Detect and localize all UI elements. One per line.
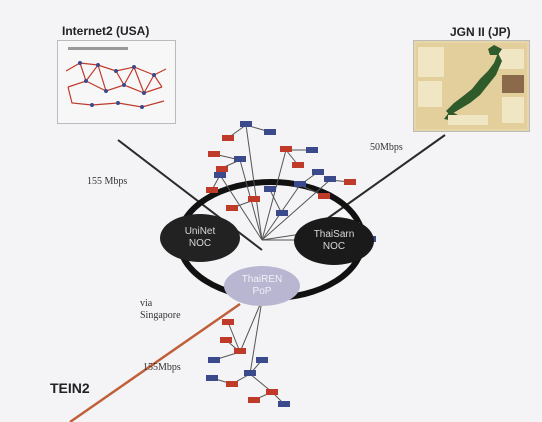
jgn-map-thumbnail <box>413 40 530 132</box>
internet2-bandwidth-label: 155 Mbps <box>87 176 128 187</box>
internet2-map-thumbnail <box>57 40 176 124</box>
uninet-noc-line1: UniNet <box>184 226 216 237</box>
thren-pop-line1: ThaiREN <box>241 274 283 285</box>
thaisarn-noc-node: ThaiSarn NOC <box>294 217 374 265</box>
uninet-noc-line2: NOC <box>188 238 212 249</box>
internet2-map-graphic <box>65 47 167 109</box>
jgn-map-graphic <box>416 43 527 129</box>
thaisarn-noc-line1: ThaiSarn <box>313 229 355 240</box>
via-singapore-label: via Singapore <box>140 298 181 322</box>
tein2-bandwidth-label: 155Mbps <box>143 362 181 373</box>
link-tein2 <box>69 302 241 422</box>
tein2-label: TEIN2 <box>50 380 90 396</box>
internet2-label: Internet2 (USA) <box>62 24 150 38</box>
via-label: via <box>140 298 153 309</box>
uninet-noc-node: UniNet NOC <box>160 214 240 262</box>
jgn-bandwidth-label: 50Mbps <box>370 142 403 153</box>
thaisarn-noc-line2: NOC <box>322 241 346 252</box>
router-icons-lower <box>206 319 290 407</box>
thren-pop-node: ThaiREN PoP <box>224 266 300 306</box>
singapore-label: Singapore <box>140 310 181 321</box>
jgn-label: JGN II (JP) <box>450 25 511 39</box>
thren-pop-line2: PoP <box>252 286 272 297</box>
